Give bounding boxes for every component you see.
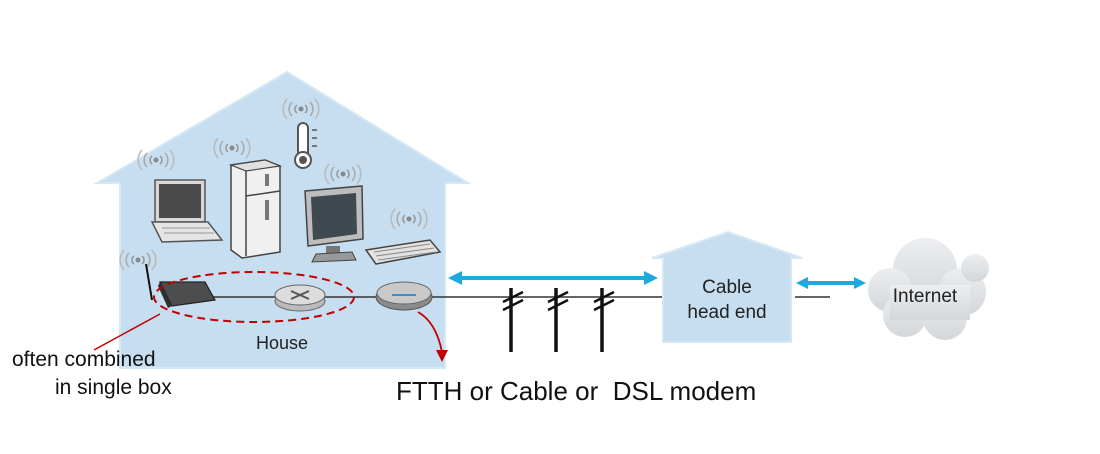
internet-label: Internet [893,286,958,307]
callout-line [93,313,161,351]
modem-icon [375,281,433,311]
house-label: House [256,333,308,353]
cloud-icon [868,238,989,340]
laptop-icon [150,179,224,243]
modem-callout-arrow [417,311,443,353]
house-shape [93,70,472,369]
monitor-icon [304,185,364,263]
link-arrow [796,277,866,289]
modem-caption: FTTH or Cable or DSL modem [396,376,756,406]
keyboard-icon [364,239,442,265]
thermometer-icon [294,122,317,169]
cable-head-end [651,230,803,343]
refrigerator-icon [228,159,283,259]
combined-label-line2: in single box [55,376,172,399]
head-end-label-line2: head end [687,302,766,323]
combined-label-line1: often combined [12,348,156,371]
combined-box-outline [153,271,355,323]
router-icon [274,284,326,312]
link-arrow [448,271,658,285]
head-end-label-line1: Cable [702,277,752,298]
